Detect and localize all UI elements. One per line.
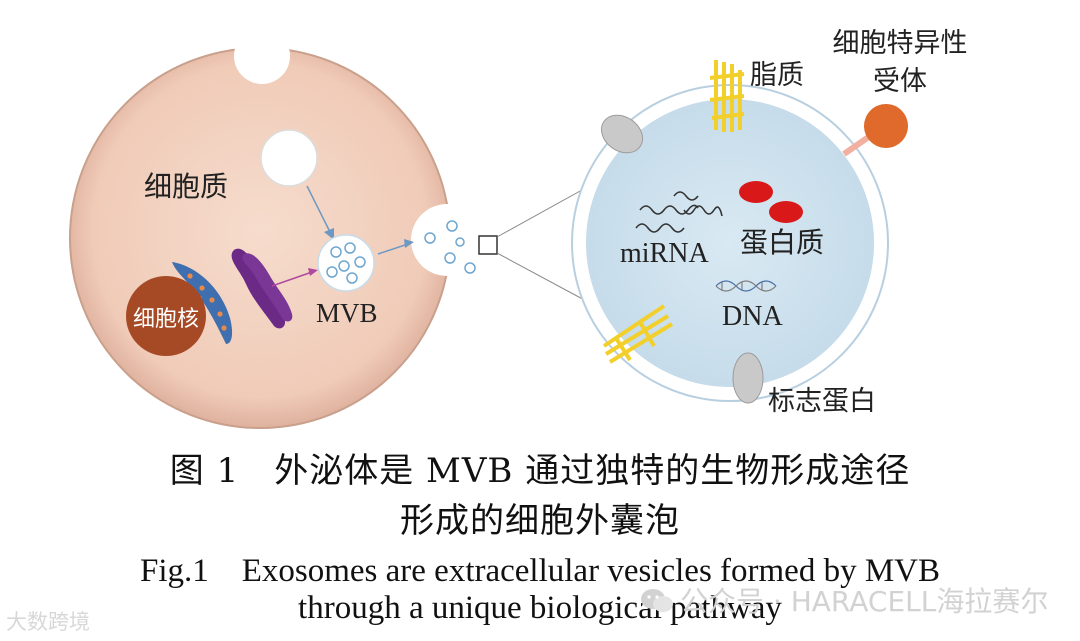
label-marker-protein: 标志蛋白 [768, 386, 876, 417]
arrow-vesicle-to-mvb [306, 185, 331, 233]
mirna-strands [635, 191, 723, 233]
arrow-er-to-mvb [271, 271, 313, 287]
cell-top-notch [234, 28, 290, 84]
nucleus [126, 276, 206, 356]
receptor-stalk [842, 133, 872, 157]
released-exosome [446, 220, 458, 232]
protein-dot [769, 201, 803, 223]
lipid-bundle-top [709, 60, 745, 132]
exosome-lumen [586, 99, 874, 387]
watermark-right: 公众号 · HARACELL海拉赛尔 [640, 580, 1048, 620]
lipid-bundle-bottom [602, 304, 674, 364]
marker-protein-bottom [732, 352, 764, 404]
mvb-vesicle [326, 266, 338, 278]
exosome-detail [571, 60, 908, 404]
arrow-mvb-to-membrane [377, 243, 409, 255]
cell [69, 28, 483, 429]
label-cytoplasm: 细胞质 [144, 170, 228, 203]
released-exosome [455, 237, 465, 247]
label-dna: DNA [722, 301, 783, 332]
label-receptor-line2: 受体 [873, 66, 927, 97]
caption-cn-line2: 形成的细胞外囊泡 [400, 501, 680, 541]
label-mirna: miRNA [620, 238, 709, 269]
mvb-vesicle [354, 256, 366, 268]
arrow-head [324, 228, 334, 240]
dna-helix [715, 280, 777, 292]
cell-right-notch [411, 204, 483, 276]
wechat-icon [641, 589, 673, 612]
released-exosome [464, 262, 476, 274]
cell-body [69, 47, 451, 429]
mvb-vesicle [344, 242, 356, 254]
caption-en-line2: through a unique biological pathway [298, 590, 782, 626]
label-nucleus: 细胞核 [133, 307, 199, 332]
mvb-vesicle [330, 246, 342, 258]
protein-dot [739, 181, 773, 203]
mvb-vesicle [346, 272, 358, 284]
arrow-head [404, 239, 414, 248]
label-mvb: MVB [316, 298, 378, 328]
mvb-vesicle [338, 260, 350, 272]
label-receptor-line1: 细胞特异性 [833, 28, 968, 59]
released-exosomes [424, 220, 476, 274]
caption-en-line1: Fig.1 Exosomes are extracellular vesicle… [139, 553, 941, 589]
label-protein: 蛋白质 [740, 226, 824, 259]
watermark-right-text: 公众号 · HARACELL海拉赛尔 [680, 585, 1049, 618]
released-exosome [424, 232, 436, 244]
released-exosome [444, 252, 456, 264]
mvb [317, 234, 375, 292]
zoom-box [478, 235, 498, 255]
watermark-left: 大数跨境 [6, 610, 90, 634]
caption-cn-line1: 图 1 外泌体是 MVB 通过独特的生物形成途径 [169, 451, 911, 491]
label-lipid: 脂质 [750, 60, 804, 91]
endoplasmic-reticulum [231, 248, 293, 329]
marker-protein-top [601, 114, 643, 154]
endocytic-vesicle [260, 129, 318, 187]
receptor-head [864, 104, 908, 148]
exosome-biogenesis-diagram: 细胞质 细胞核 MVB 脂质 细胞特异性 受体 miRNA 蛋白质 DNA 标志… [69, 28, 968, 429]
arrow-head [308, 268, 318, 276]
